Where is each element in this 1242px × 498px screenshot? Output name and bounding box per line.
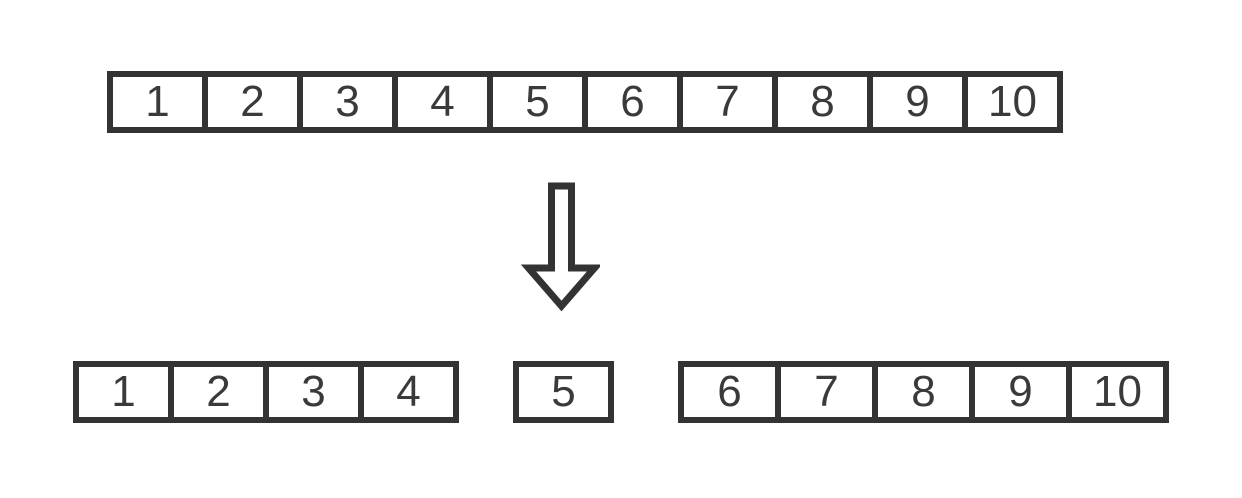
bottom-left-array: 1 2 3 4	[73, 361, 459, 423]
array-cell: 9	[969, 361, 1072, 423]
array-cell: 4	[392, 71, 493, 133]
array-cell: 2	[168, 361, 269, 423]
array-cell: 9	[867, 71, 968, 133]
down-arrow-icon	[520, 180, 600, 316]
array-cell: 5	[513, 361, 614, 423]
array-cell: 3	[297, 71, 398, 133]
array-cell: 1	[107, 71, 208, 133]
array-cell: 10	[962, 71, 1063, 133]
array-cell: 6	[678, 361, 781, 423]
array-cell: 4	[358, 361, 459, 423]
array-cell: 5	[487, 71, 588, 133]
array-cell: 2	[202, 71, 303, 133]
array-cell: 3	[263, 361, 364, 423]
bottom-middle-array: 5	[513, 361, 614, 423]
bottom-right-array: 6 7 8 9 10	[678, 361, 1169, 423]
array-cell: 7	[677, 71, 778, 133]
array-cell: 1	[73, 361, 174, 423]
array-cell: 7	[775, 361, 878, 423]
top-array: 1 2 3 4 5 6 7 8 9 10	[107, 71, 1063, 133]
array-cell: 6	[582, 71, 683, 133]
array-cell: 8	[772, 71, 873, 133]
array-cell: 10	[1066, 361, 1169, 423]
array-cell: 8	[872, 361, 975, 423]
